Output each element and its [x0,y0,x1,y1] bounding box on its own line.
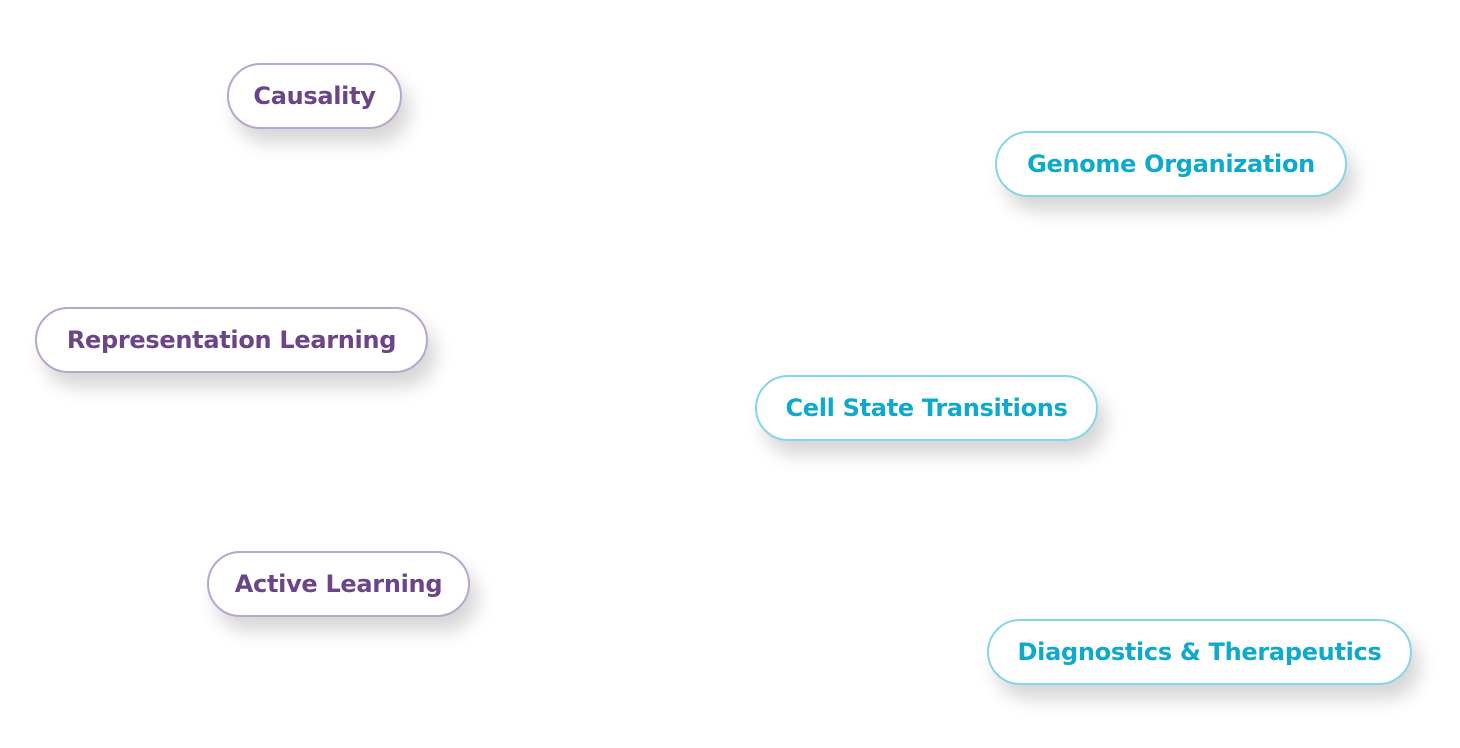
topic-pill-label: Active Learning [234,570,443,598]
topic-pill-causality[interactable]: Causality [227,63,402,129]
topic-pill-label: Causality [253,82,376,110]
topic-pill-label: Genome Organization [1027,150,1315,178]
topic-pill-label: Representation Learning [66,326,397,354]
topic-pill-label: Diagnostics & Therapeutics [1017,638,1382,666]
topic-pill-label: Cell State Transitions [785,394,1068,422]
topic-pill-representation-learning[interactable]: Representation Learning [35,307,428,373]
topic-pill-genome-organization[interactable]: Genome Organization [995,131,1347,197]
topic-pill-active-learning[interactable]: Active Learning [207,551,470,617]
topic-pill-diagnostics-therapeutics[interactable]: Diagnostics & Therapeutics [987,619,1412,685]
topic-pill-cell-state-transitions[interactable]: Cell State Transitions [755,375,1098,441]
